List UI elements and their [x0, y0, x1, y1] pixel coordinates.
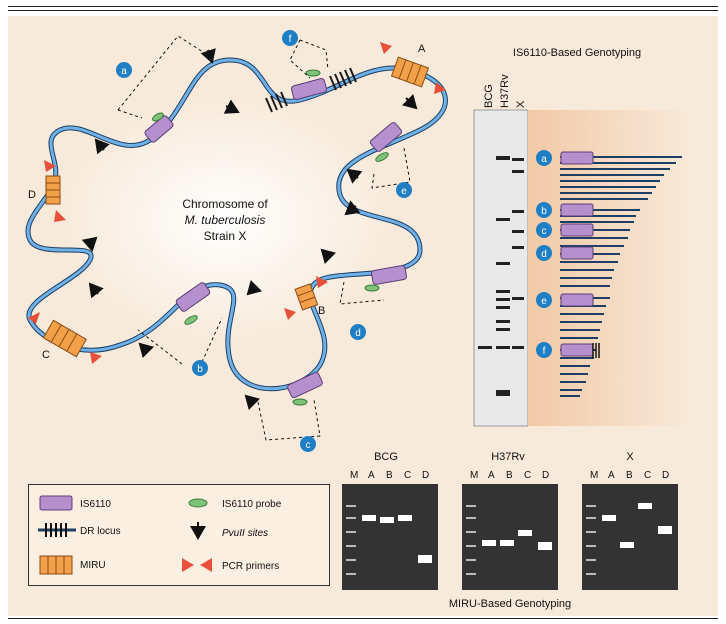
pvuii-arrows	[81, 48, 418, 411]
primer-d1	[44, 160, 56, 172]
rflp-badge-f: f	[536, 342, 552, 358]
svg-text:A: A	[488, 470, 495, 481]
miru-title: MIRU-Based Genotyping	[449, 598, 571, 610]
legend	[28, 484, 330, 586]
probe-c	[292, 398, 308, 406]
is6110-element-3	[369, 122, 403, 152]
rflp-badge-e: e	[536, 292, 552, 308]
badge-b: b	[192, 360, 208, 376]
miru-locus-b	[294, 283, 319, 311]
primer-b1	[284, 308, 296, 320]
svg-text:A: A	[608, 470, 615, 481]
primer-c1	[28, 312, 40, 324]
miru-locus-c	[42, 319, 88, 358]
probe-e	[375, 152, 389, 162]
miru-label-c: C	[42, 349, 50, 361]
chromosome-label-1: Chromosome of	[182, 197, 268, 211]
gel-title-h37rv: H37Rv	[491, 451, 525, 463]
fragment-outlines	[117, 35, 411, 441]
primer-c2	[90, 352, 102, 364]
probe-b	[184, 315, 198, 325]
dr-locus-left	[265, 91, 288, 113]
lane-label-x: X	[515, 100, 527, 108]
miru-gel-h37rv: H37Rv M A B C D	[462, 451, 558, 590]
svg-text:a: a	[541, 154, 547, 165]
rflp-badge-d: d	[536, 245, 552, 261]
badge-f: f	[282, 30, 298, 46]
badge-c: c	[300, 436, 316, 452]
svg-text:B: B	[506, 470, 513, 481]
miru-locus-a	[390, 56, 430, 88]
svg-text:b: b	[197, 364, 203, 375]
svg-text:A: A	[368, 470, 375, 481]
primer-a2	[434, 82, 446, 94]
is6110-element-4	[371, 265, 407, 285]
lane-label-h37rv: H37Rv	[499, 74, 511, 108]
miru-label-b: B	[318, 305, 325, 317]
svg-text:C: C	[644, 470, 651, 481]
miru-gel-bcg: BCG M A B C D	[342, 451, 438, 590]
svg-text:d: d	[541, 249, 547, 260]
rflp-bands	[478, 156, 524, 396]
bottom-rule	[8, 618, 718, 619]
genotyping-title: IS6110-Based Genotyping	[513, 47, 641, 59]
rflp-badge-c: c	[536, 222, 552, 238]
badge-e: e	[396, 182, 412, 198]
miru-label-a: A	[418, 43, 426, 55]
svg-text:f: f	[543, 346, 546, 357]
svg-text:D: D	[542, 470, 549, 481]
is6110-element-1	[144, 115, 174, 143]
svg-text:C: C	[524, 470, 531, 481]
svg-text:D: D	[422, 470, 429, 481]
svg-text:M: M	[590, 470, 598, 481]
miru-gel-x: X M A B C D	[582, 451, 678, 590]
primer-a1	[380, 42, 392, 54]
svg-text:c: c	[542, 226, 547, 237]
badge-a: a	[116, 62, 132, 78]
rflp-is6110-blocks	[560, 151, 594, 357]
badge-d: d	[350, 324, 366, 340]
miru-label-d: D	[28, 189, 36, 201]
rflp-badge-b: b	[536, 202, 552, 218]
svg-text:B: B	[626, 470, 633, 481]
dr-locus-right	[329, 67, 357, 91]
gel-title-x: X	[626, 451, 634, 463]
primer-b2	[316, 276, 328, 288]
chromosome-label-2: M. tuberculosis	[185, 213, 266, 227]
svg-text:d: d	[355, 328, 361, 339]
rflp-blot	[473, 109, 529, 427]
is6110-element-2	[290, 78, 328, 100]
svg-text:b: b	[541, 206, 547, 217]
svg-text:e: e	[401, 186, 407, 197]
top-rule-2	[8, 10, 718, 11]
chromosome-glow	[55, 95, 395, 345]
top-rule	[8, 6, 718, 7]
probe-d	[364, 284, 380, 292]
gel-title-bcg: BCG	[374, 451, 398, 463]
svg-text:M: M	[350, 470, 358, 481]
miru-locus-d	[45, 175, 61, 205]
svg-text:B: B	[386, 470, 393, 481]
svg-text:e: e	[541, 296, 547, 307]
svg-text:M: M	[470, 470, 478, 481]
lane-label-bcg: BCG	[483, 84, 495, 108]
svg-text:D: D	[662, 470, 669, 481]
svg-text:a: a	[121, 66, 127, 77]
probe-f	[305, 69, 321, 77]
chromosome-label-3: Strain X	[204, 229, 247, 243]
svg-text:C: C	[404, 470, 411, 481]
rflp-badge-a: a	[536, 150, 552, 166]
is6110-element-5	[175, 282, 211, 312]
rflp-dr-marks	[592, 343, 600, 358]
is6110-element-6	[287, 371, 323, 399]
svg-text:c: c	[306, 440, 311, 451]
svg-text:f: f	[289, 34, 292, 45]
probe-a	[152, 112, 164, 122]
primer-d2	[54, 210, 66, 222]
